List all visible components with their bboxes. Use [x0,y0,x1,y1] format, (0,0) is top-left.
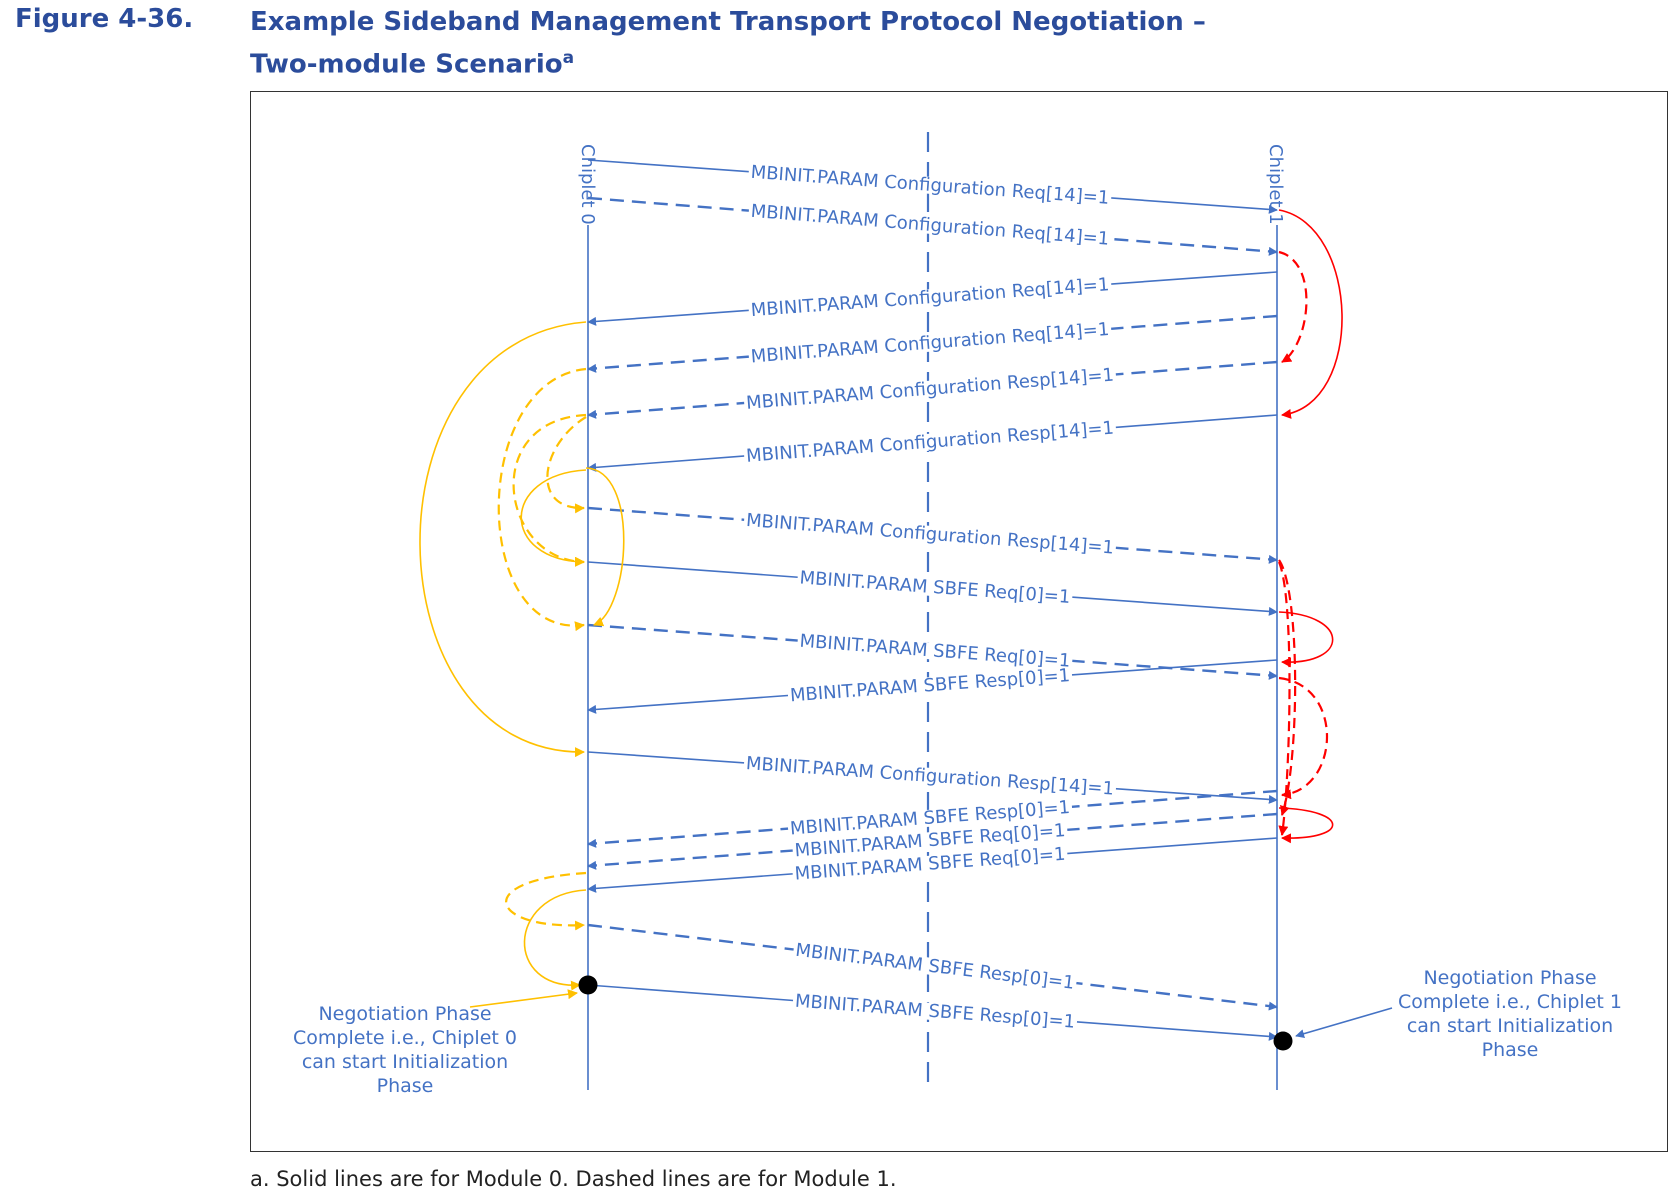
message-label-bg-15 [792,941,1078,993]
message-label-10: MBINIT.PARAM SBFE Resp[0]=1 [789,665,1071,706]
message-label-group-9: MBINIT.PARAM SBFE Req[0]=1 [797,631,1073,672]
message-arrow-7 [587,506,1278,564]
message-label-bg-4 [748,320,1112,366]
message-label-group-7: MBINIT.PARAM Configuration Resp[14]=1 [743,510,1117,559]
chiplet-1-label: Chiplet 1 [1265,144,1286,225]
message-label-9: MBINIT.PARAM SBFE Req[0]=1 [799,631,1071,672]
message-label-group-3: MBINIT.PARAM Configuration Req[14]=1 [748,274,1112,321]
message-label-group-10: MBINIT.PARAM SBFE Resp[0]=1 [787,665,1073,706]
message-label-bg-6 [743,419,1117,465]
arc-r3 [1278,559,1297,816]
message-label-15: MBINIT.PARAM SBFE Resp[0]=1 [794,940,1075,994]
message-label-group-15: MBINIT.PARAM SBFE Resp[0]=1 [792,940,1078,994]
arc-y2 [497,367,587,632]
arc-y1 [419,321,587,758]
message-label-8: MBINIT.PARAM SBFE Req[0]=1 [799,567,1071,608]
message-label-group-8: MBINIT.PARAM SBFE Req[0]=1 [797,567,1073,608]
message-label-bg-5 [743,366,1117,412]
figure-title: Example Sideband Management Transport Pr… [250,4,1206,83]
message-label-group-11: MBINIT.PARAM Configuration Resp[14]=1 [743,753,1117,800]
note-left-pointer [469,989,578,1008]
message-label-6: MBINIT.PARAM Configuration Resp[14]=1 [745,418,1114,467]
message-label-16: MBINIT.PARAM SBFE Resp[0]=1 [794,991,1076,1033]
message-label-group-16: MBINIT.PARAM SBFE Resp[0]=1 [792,991,1078,1033]
message-label-group-2: MBINIT.PARAM Configuration Req[14]=1 [748,201,1112,250]
message-label-7: MBINIT.PARAM Configuration Resp[14]=1 [745,510,1114,559]
message-label-1: MBINIT.PARAM Configuration Req[14]=1 [750,162,1110,209]
figure-title-line2: Two-module Scenario [250,49,563,80]
message-arrow-12 [587,789,1278,848]
arc-r7 [1278,807,1334,844]
message-label-bg-2 [748,202,1112,248]
arc-y3 [512,413,587,567]
arc-y4 [546,416,587,514]
message-label-11: MBINIT.PARAM Configuration Resp[14]=1 [745,753,1114,800]
message-label-group-4: MBINIT.PARAM Configuration Req[14]=1 [748,319,1112,368]
message-label-bg-8 [797,569,1073,607]
chiplet-0-label: Chiplet 0 [577,144,598,225]
message-label-4: MBINIT.PARAM Configuration Req[14]=1 [750,319,1110,368]
figure-title-line1: Example Sideband Management Transport Pr… [250,7,1206,37]
message-arrow-15 [587,923,1278,1011]
message-label-bg-11 [743,754,1117,798]
message-label-group-6: MBINIT.PARAM Configuration Resp[14]=1 [743,418,1117,467]
chiplet-0-ordering-arcs [419,321,625,991]
figure-number: Figure 4-36. [15,4,194,34]
arc-y5 [585,467,625,627]
arc-y7 [505,871,587,931]
message-label-bg-9 [797,632,1073,670]
diagram-frame [250,91,1668,1152]
note-chiplet-0-complete: Negotiation Phase Complete i.e., Chiplet… [293,1003,517,1097]
chiplet-1-ordering-arcs [1277,209,1343,844]
message-label-bg-10 [787,666,1073,705]
arc-r6 [1278,676,1329,800]
message-label-bg-13 [792,821,1068,860]
arc-r5 [1278,611,1334,668]
message-label-bg-14 [792,845,1068,883]
note-chiplet-1-complete: Negotiation Phase Complete i.e., Chiplet… [1398,967,1622,1061]
chiplet-1-complete-dot [1273,1031,1293,1051]
message-arrow-4 [587,314,1278,373]
arc-r1 [1278,209,1343,419]
note-right-pointer [1295,1007,1393,1039]
arc-r2 [1278,250,1308,363]
message-label-3: MBINIT.PARAM Configuration Req[14]=1 [750,274,1110,321]
message-arrow-5 [587,360,1278,419]
message-label-bg-12 [787,798,1073,838]
message-arrow-2 [587,196,1278,256]
footnote-marker: a [562,48,575,68]
message-label-bg-7 [743,511,1117,557]
figure-footnote: a. Solid lines are for Module 0. Dashed … [250,1167,897,1191]
message-arrow-13 [587,812,1278,870]
arc-y8 [523,889,587,991]
message-label-2: MBINIT.PARAM Configuration Req[14]=1 [750,201,1110,250]
message-arrows: MBINIT.PARAM Configuration Req[14]=1MBIN… [587,159,1278,1041]
message-arrow-9 [587,623,1278,680]
chiplet-0-complete-dot [578,975,598,995]
message-label-bg-1 [748,163,1112,207]
message-label-bg-3 [748,276,1112,320]
arc-y6 [520,469,587,567]
message-label-group-1: MBINIT.PARAM Configuration Req[14]=1 [748,162,1112,209]
message-label-5: MBINIT.PARAM Configuration Resp[14]=1 [745,365,1114,414]
message-label-bg-16 [792,992,1078,1031]
message-label-group-5: MBINIT.PARAM Configuration Resp[14]=1 [743,365,1117,414]
